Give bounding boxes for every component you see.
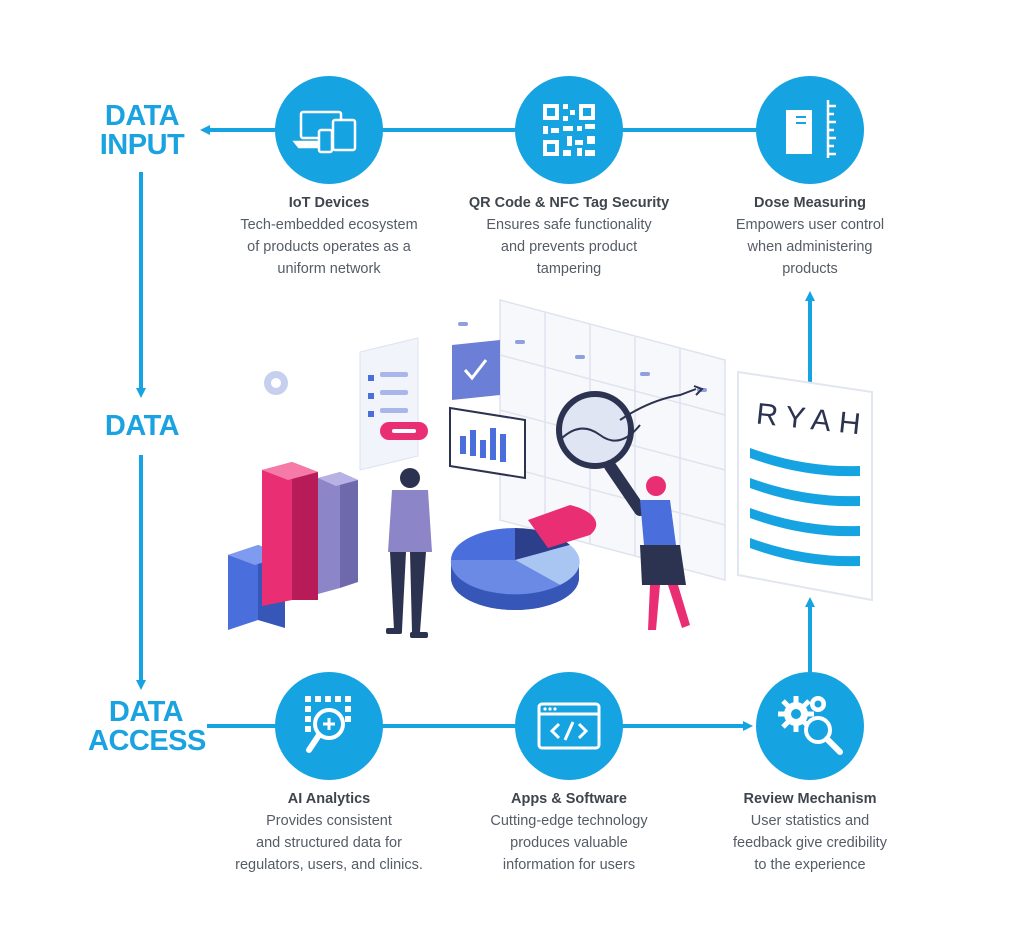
review-mechanism-desc-1: User statistics and (750, 813, 870, 829)
data-access-line1: DATA (108, 696, 184, 728)
dose-measuring-title: Dose Measuring (754, 195, 866, 211)
apps-software-desc-1: Cutting-edge technology (490, 813, 648, 829)
apps-software-node (515, 672, 623, 780)
iot-devices-title: IoT Devices (288, 195, 370, 211)
apps-software-title: Apps & Software (510, 791, 627, 807)
review-mechanism-desc-3: to the experience (754, 857, 866, 873)
data-input-line2: INPUT (99, 129, 185, 161)
woman-figure (640, 476, 690, 630)
gears-search-icon (778, 696, 843, 755)
apps-software-desc-3: information for users (502, 857, 636, 873)
iot-devices-desc-3: uniform network (277, 261, 381, 277)
devices-icon (292, 110, 357, 154)
dose-measuring-desc-2: when administering (747, 239, 873, 255)
review-mechanism-desc-2: feedback give credibility (733, 835, 887, 851)
ai-analytics-icon (305, 696, 351, 753)
dose-measuring-caption: Dose Measuring Empowers user control whe… (690, 192, 930, 280)
ai-analytics-desc-1: Provides consistent (266, 813, 392, 829)
data-access-label: DATA ACCESS (88, 696, 206, 757)
dose-measuring-node (756, 76, 864, 184)
check-tile (452, 340, 500, 400)
iot-devices-caption: IoT Devices Tech-embedded ecosystem of p… (209, 192, 449, 280)
iot-devices-node (275, 76, 383, 184)
qr-nfc-desc-1: Ensures safe functionality (486, 217, 652, 233)
data-access-line2: ACCESS (88, 725, 206, 757)
ai-analytics-node (275, 672, 383, 780)
ai-analytics-title: AI Analytics (287, 791, 371, 807)
iot-devices-desc-1: Tech-embedded ecosystem (240, 217, 418, 233)
magnifier-illustration (556, 385, 704, 516)
review-mechanism-node (756, 672, 864, 780)
data-input-line1: DATA (104, 100, 180, 132)
dose-measuring-desc-3: products (782, 261, 838, 277)
qr-nfc-caption: QR Code & NFC Tag Security Ensures safe … (449, 192, 689, 280)
qr-nfc-node (515, 76, 623, 184)
checklist-card (359, 337, 428, 471)
dose-measure-icon (786, 100, 836, 158)
ryah-database-card (737, 370, 873, 602)
code-window-icon (537, 702, 601, 750)
iot-devices-desc-2: of products operates as a (247, 239, 411, 255)
man-figure (386, 468, 432, 638)
apps-software-caption: Apps & Software Cutting-edge technology … (449, 788, 689, 876)
qr-nfc-desc-2: and prevents product (500, 239, 638, 255)
review-mechanism-caption: Review Mechanism User statistics and fee… (690, 788, 930, 876)
ai-analytics-caption: AI Analytics Provides consistent and str… (209, 788, 449, 876)
data-label: DATA (104, 410, 180, 442)
pie-chart-3d (450, 505, 597, 610)
qr-nfc-title: QR Code & NFC Tag Security (468, 195, 670, 211)
mini-bar-card (449, 406, 526, 480)
bar-3d-violet (318, 472, 358, 594)
bar-3d-pink (262, 462, 318, 606)
ai-analytics-desc-3: regulators, users, and clinics. (235, 857, 423, 873)
qr-nfc-desc-3: tampering (536, 261, 602, 277)
gear-decoration (264, 371, 288, 395)
apps-software-desc-2: produces valuable (510, 835, 628, 851)
qr-code-icon (543, 104, 595, 156)
data-input-label: DATA INPUT (92, 102, 192, 160)
ai-analytics-desc-2: and structured data for (256, 835, 402, 851)
review-mechanism-title: Review Mechanism (743, 791, 877, 807)
dose-measuring-desc-1: Empowers user control (735, 217, 885, 233)
